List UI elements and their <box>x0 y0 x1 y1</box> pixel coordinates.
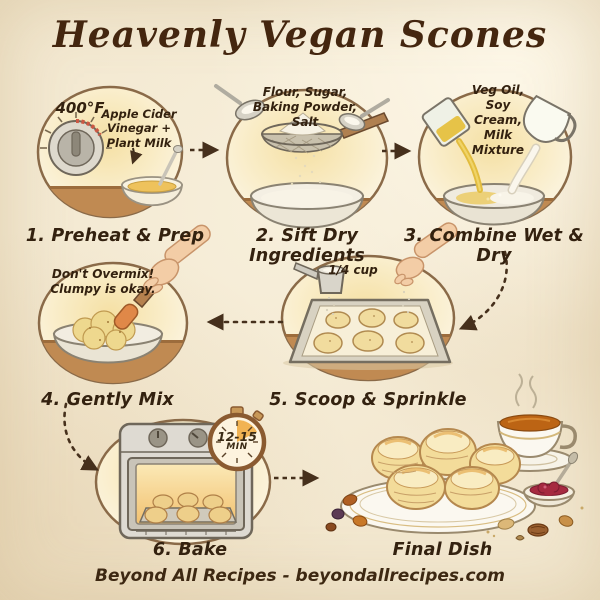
spoon-left-icon <box>214 84 266 121</box>
flow-arrow-3-5 <box>458 250 508 331</box>
milk-pitcher-icon <box>507 94 577 195</box>
prep-bowl-icon <box>121 145 183 206</box>
step3-caption: 3. Combine Wet & Dry <box>404 226 584 266</box>
oven-dial-icon <box>40 112 112 176</box>
hand-icon <box>143 224 211 294</box>
timer-icon <box>207 406 267 472</box>
step2-note: Flour, Sugar, Baking Powder, Salt <box>252 85 358 129</box>
step1-note: Apple Cider Vinegar + Plant Milk <box>101 107 177 150</box>
raisins-nuts-icon <box>325 494 584 541</box>
steam-icon <box>515 373 537 409</box>
jam-bowl-icon <box>522 451 579 508</box>
baking-scones <box>144 492 232 524</box>
footer-credit: Beyond All Recipes - beyondallrecipes.co… <box>95 566 505 586</box>
sprinkling-hand-icon <box>394 222 458 314</box>
timer-minutes: 12-15 <box>217 429 257 444</box>
timer-unit: MIN <box>226 442 248 453</box>
page-title: Heavenly Vegan Scones <box>52 14 548 56</box>
step2-caption: 2. Sift Dry Ingredients <box>249 226 365 266</box>
step1-temp-label: 400°F <box>55 99 105 117</box>
step6-caption: 6. Bake <box>152 540 228 560</box>
baking-tray-icon <box>288 298 452 364</box>
step4-caption: 4. Gently Mix <box>41 390 174 410</box>
sift-bowl-icon <box>249 182 365 229</box>
step1-caption: 1. Preheat & Prep <box>25 226 205 246</box>
timer-label: 12-15 MIN <box>216 430 258 453</box>
oil-cup-icon <box>421 97 483 193</box>
oven-icon <box>118 422 254 540</box>
mix-bowl-icon <box>52 310 164 364</box>
measuring-cup-icon <box>293 262 346 316</box>
dough-mounds <box>313 308 425 354</box>
combine-bowl-icon <box>442 183 546 226</box>
final-dish-caption: Final Dish <box>392 540 493 560</box>
scones-stack <box>371 428 521 510</box>
spoon-right-icon <box>338 98 390 131</box>
step5-caption: 5. Scoop & Sprinkle <box>269 390 467 410</box>
note-arrow-icon <box>130 147 143 165</box>
flour-specks <box>290 154 322 186</box>
step3-note: Veg Oil, Soy Cream, Milk Mixture <box>471 83 525 157</box>
step4-note: Don't Overmix! Clumpy is okay. <box>50 267 156 296</box>
step5-note: 1/4 cup <box>328 263 378 277</box>
flow-arrow-4-6 <box>63 402 99 471</box>
